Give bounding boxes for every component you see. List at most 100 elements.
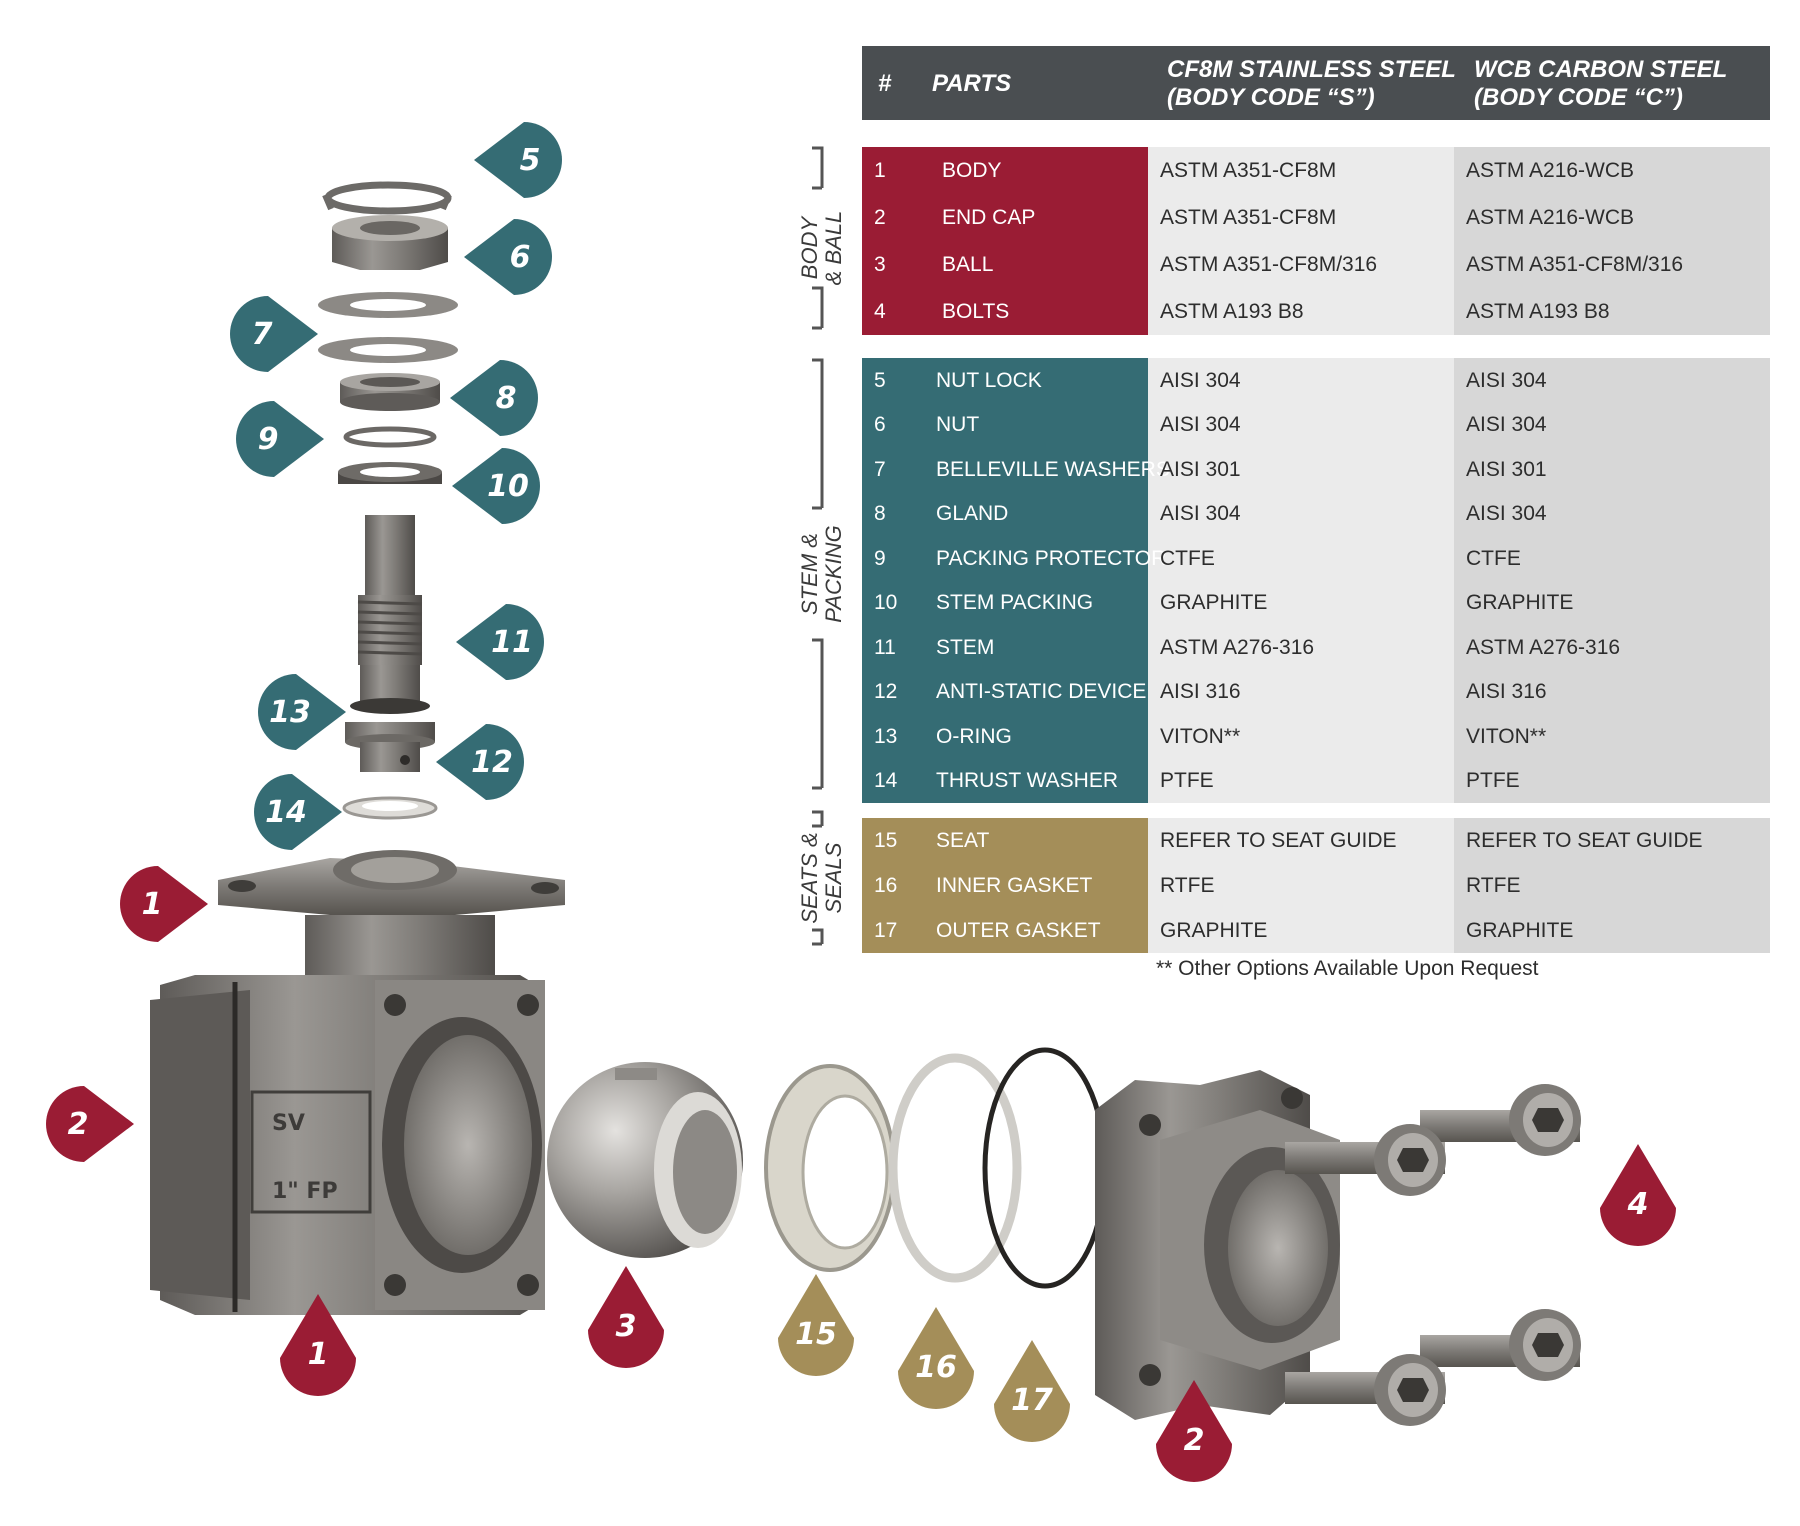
body-logo-mark: SV xyxy=(272,1111,305,1136)
row-part-name: GLAND xyxy=(936,502,1009,526)
row-stainless-material: PTFE xyxy=(1160,769,1214,793)
row-number: 7 xyxy=(874,457,886,481)
row-number: 8 xyxy=(874,502,886,526)
row-part-name: ANTI-STATIC DEVICE xyxy=(936,680,1147,704)
bolts-part xyxy=(1285,1084,1581,1426)
row-part-name: BELLEVILLE WASHERS xyxy=(936,457,1170,481)
callout-7: 7 xyxy=(220,292,318,376)
packing-protector-part xyxy=(343,426,437,448)
callout-6: 6 xyxy=(464,215,562,299)
row-part-name: STEM xyxy=(936,635,995,659)
callout-number: 2 xyxy=(1183,1422,1205,1458)
table-group-background xyxy=(862,818,1148,953)
callout-drop-shape xyxy=(46,1086,134,1162)
body-size-mark: 1" FP xyxy=(272,1179,338,1204)
callout-number: 4 xyxy=(1627,1186,1649,1222)
callout-drop-shape xyxy=(280,1294,356,1396)
callout-number: 17 xyxy=(1011,1382,1053,1418)
header-stainless-line2: (BODY CODE “S”) xyxy=(1167,84,1375,111)
row-stainless-material: ASTM A276-316 xyxy=(1160,635,1315,659)
row-carbon-material: ASTM A216-WCB xyxy=(1466,159,1635,182)
row-number: 14 xyxy=(874,769,898,793)
row-carbon-material: ASTM A351-CF8M/316 xyxy=(1466,253,1684,276)
stem-part xyxy=(345,515,435,772)
row-carbon-material: CTFE xyxy=(1466,546,1521,570)
callout-drop-shape xyxy=(588,1266,664,1368)
row-number: 9 xyxy=(874,546,886,570)
header-carbon-line2: (BODY CODE “C”) xyxy=(1474,84,1683,111)
row-carbon-material: AISI 304 xyxy=(1466,368,1547,392)
callout-drop-shape xyxy=(258,674,346,750)
callout-number: 8 xyxy=(495,380,517,416)
row-stainless-material: AISI 301 xyxy=(1160,457,1241,481)
callout-number: 9 xyxy=(257,421,279,457)
group-brackets xyxy=(812,146,824,946)
row-stainless-material: AISI 304 xyxy=(1160,413,1241,437)
callout-drop-shape xyxy=(452,448,540,524)
callout-drop-shape xyxy=(236,401,324,477)
callout-4: 4 xyxy=(1596,1144,1680,1246)
row-carbon-material: AISI 304 xyxy=(1466,413,1547,437)
row-number: 17 xyxy=(874,919,898,942)
callout-drop-shape xyxy=(1600,1144,1676,1246)
callout-drop-shape xyxy=(230,296,318,372)
row-stainless-material: CTFE xyxy=(1160,546,1215,570)
table-header: # PARTS CF8M STAINLESS STEEL (BODY CODE … xyxy=(862,46,1770,120)
group-label-line1: SEATS & xyxy=(797,832,822,924)
row-stainless-material: GRAPHITE xyxy=(1160,919,1268,942)
callout-2: 2 xyxy=(1152,1380,1236,1482)
row-part-name: SEAT xyxy=(936,829,990,852)
callout-number: 11 xyxy=(491,624,533,660)
table-group-background xyxy=(1148,358,1454,803)
row-part-name: THRUST WASHER xyxy=(936,769,1119,793)
row-carbon-material: AISI 301 xyxy=(1466,457,1547,481)
callout-8: 8 xyxy=(450,356,548,440)
callout-number: 12 xyxy=(471,744,513,780)
row-stainless-material: ASTM A351-CF8M xyxy=(1160,206,1337,229)
row-number: 5 xyxy=(874,368,886,392)
row-number: 12 xyxy=(874,680,898,704)
group-label-stem-packing: STEM & PACKING xyxy=(797,494,846,654)
callout-15: 15 xyxy=(774,1274,858,1376)
callout-5: 5 xyxy=(474,118,572,202)
callout-14: 14 xyxy=(244,770,342,854)
group-label-body-ball: BODY & BALL xyxy=(797,188,846,308)
row-number: 1 xyxy=(874,159,886,182)
row-carbon-material: VITON** xyxy=(1466,724,1547,748)
callout-drop-shape xyxy=(474,122,562,198)
callout-number: 2 xyxy=(67,1106,89,1142)
callout-drop-shape xyxy=(436,724,524,800)
gland-part xyxy=(340,373,440,411)
callout-3: 3 xyxy=(584,1266,668,1368)
group-label-line1: STEM & xyxy=(797,533,822,615)
row-carbon-material: REFER TO SEAT GUIDE xyxy=(1466,829,1703,852)
row-part-name: NUT xyxy=(936,413,980,437)
body-part xyxy=(150,850,565,1315)
row-stainless-material: ASTM A193 B8 xyxy=(1160,300,1304,323)
group-label-line1: BODY xyxy=(797,216,822,280)
callout-drop-shape xyxy=(778,1274,854,1376)
row-stainless-material: RTFE xyxy=(1160,874,1215,897)
group-label-line2: SEALS xyxy=(821,842,846,914)
row-stainless-material: ASTM A351-CF8M xyxy=(1160,159,1337,182)
row-part-name: BOLTS xyxy=(942,300,1010,323)
inner-gasket-part xyxy=(888,1053,1022,1283)
nut-part xyxy=(332,215,448,270)
callout-9: 9 xyxy=(226,397,324,481)
table-group-background xyxy=(862,147,1148,335)
callout-10: 10 xyxy=(452,444,550,528)
callout-drop-shape xyxy=(464,219,552,295)
